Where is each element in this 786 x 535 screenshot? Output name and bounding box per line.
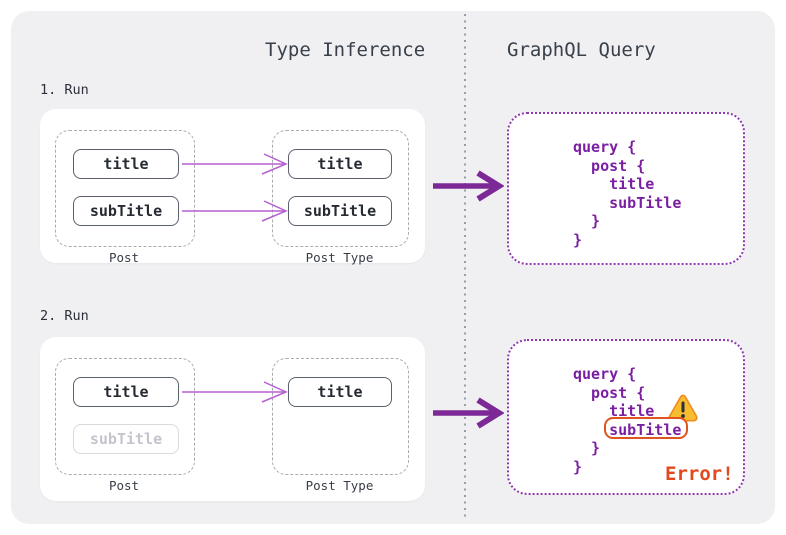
inference-to-query-arrow: [433, 397, 504, 429]
inference-panel-run-2: title subTitle title Post Post Type: [40, 337, 425, 501]
post-title-field: title: [73, 377, 179, 407]
post-type-subtitle-field: subTitle: [288, 196, 392, 226]
post-type-group-outline: [272, 358, 409, 475]
subtitle-error-highlight-outline: [604, 417, 688, 439]
post-type-title-field: title: [288, 377, 392, 407]
run-2-label: 2. Run: [40, 308, 89, 324]
subtitle-mapping-arrow: [182, 200, 288, 222]
graphql-query-box-run-1: query { post { title subTitle } }: [507, 112, 745, 265]
post-type-group-label: Post Type: [305, 250, 374, 265]
graphql-query-box-run-2: query { post { title subTitle } } Error!: [507, 339, 745, 495]
graphql-query-code: query { post { title subTitle } }: [573, 365, 682, 476]
error-label: Error!: [665, 463, 734, 485]
column-divider-dotted-line: [464, 14, 466, 518]
post-type-group-label: Post Type: [305, 478, 374, 493]
post-group-outline: [55, 358, 195, 475]
post-group-outline: [55, 130, 195, 247]
post-type-group-outline: [272, 130, 409, 247]
post-group-label: Post: [108, 250, 140, 265]
title-mapping-arrow: [182, 381, 288, 403]
title-mapping-arrow: [182, 153, 288, 175]
type-inference-heading: Type Inference: [265, 39, 426, 61]
graphql-query-heading: GraphQL Query: [507, 39, 656, 61]
inference-to-query-arrow: [433, 170, 504, 202]
post-subtitle-field: subTitle: [73, 196, 179, 226]
post-subtitle-field-removed: subTitle: [73, 424, 179, 454]
post-title-field: title: [73, 149, 179, 179]
graphql-query-code: query { post { title subTitle } }: [573, 138, 682, 249]
post-type-title-field: title: [288, 149, 392, 179]
post-group-label: Post: [108, 478, 140, 493]
inference-panel-run-1: title subTitle title subTitle Post Post …: [40, 109, 425, 265]
run-1-label: 1. Run: [40, 82, 89, 98]
